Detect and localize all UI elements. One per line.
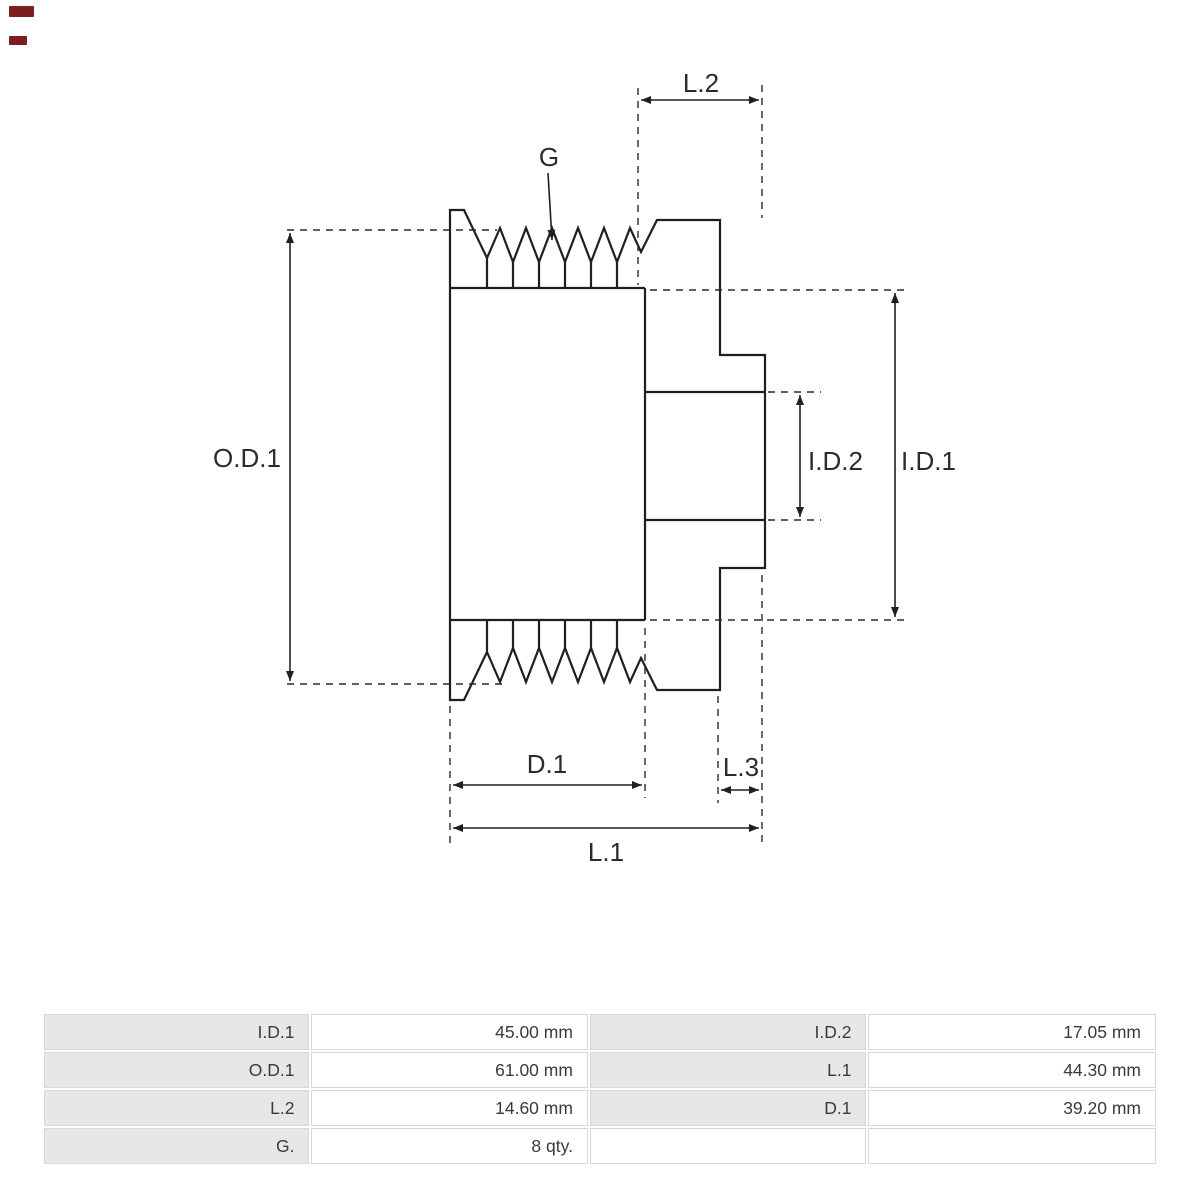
spec-value: 61.00 mm [311, 1052, 588, 1088]
label-d1: D.1 [527, 749, 567, 779]
table-row: O.D.1 61.00 mm L.1 44.30 mm [44, 1052, 1156, 1088]
table-row: I.D.1 45.00 mm I.D.2 17.05 mm [44, 1014, 1156, 1050]
pulley-technical-drawing: O.D.1 G L.2 I.D.2 I.D.1 D.1 L.3 L.1 [213, 68, 956, 867]
red-artifact-mark-1 [9, 6, 34, 17]
spec-value: 17.05 mm [868, 1014, 1156, 1050]
spec-label: G. [44, 1128, 310, 1164]
label-id1: I.D.1 [901, 446, 956, 476]
spec-label: I.D.1 [44, 1014, 310, 1050]
spec-label-empty [589, 1128, 867, 1164]
spec-label: L.1 [589, 1052, 867, 1088]
spec-value-empty [868, 1128, 1156, 1164]
label-g: G [539, 142, 559, 172]
spec-table: I.D.1 45.00 mm I.D.2 17.05 mm O.D.1 61.0… [42, 1012, 1158, 1166]
label-id2: I.D.2 [808, 446, 863, 476]
spec-value: 44.30 mm [868, 1052, 1156, 1088]
spec-label: O.D.1 [44, 1052, 310, 1088]
spec-value: 8 qty. [311, 1128, 588, 1164]
label-l1: L.1 [588, 837, 624, 867]
red-artifact-mark-2 [9, 36, 27, 45]
pulley-outline [448, 208, 767, 702]
label-l3: L.3 [723, 752, 759, 782]
spec-value: 39.20 mm [868, 1090, 1156, 1126]
spec-label: D.1 [589, 1090, 867, 1126]
groove-leader-arrow [547, 172, 556, 241]
dimension-lines [286, 96, 899, 832]
label-l2: L.2 [683, 68, 719, 98]
spec-label: I.D.2 [589, 1014, 867, 1050]
extension-lines [287, 85, 905, 845]
table-row: L.2 14.60 mm D.1 39.20 mm [44, 1090, 1156, 1126]
pulley-outer-profile [448, 208, 767, 702]
spec-value: 14.60 mm [311, 1090, 588, 1126]
spec-value: 45.00 mm [311, 1014, 588, 1050]
groove-flank-lines [485, 258, 619, 652]
spec-label: L.2 [44, 1090, 310, 1126]
label-od1: O.D.1 [213, 443, 281, 473]
dimension-labels: O.D.1 G L.2 I.D.2 I.D.1 D.1 L.3 L.1 [213, 68, 956, 867]
table-row: G. 8 qty. [44, 1128, 1156, 1164]
pulley-body-lines [450, 286, 765, 622]
